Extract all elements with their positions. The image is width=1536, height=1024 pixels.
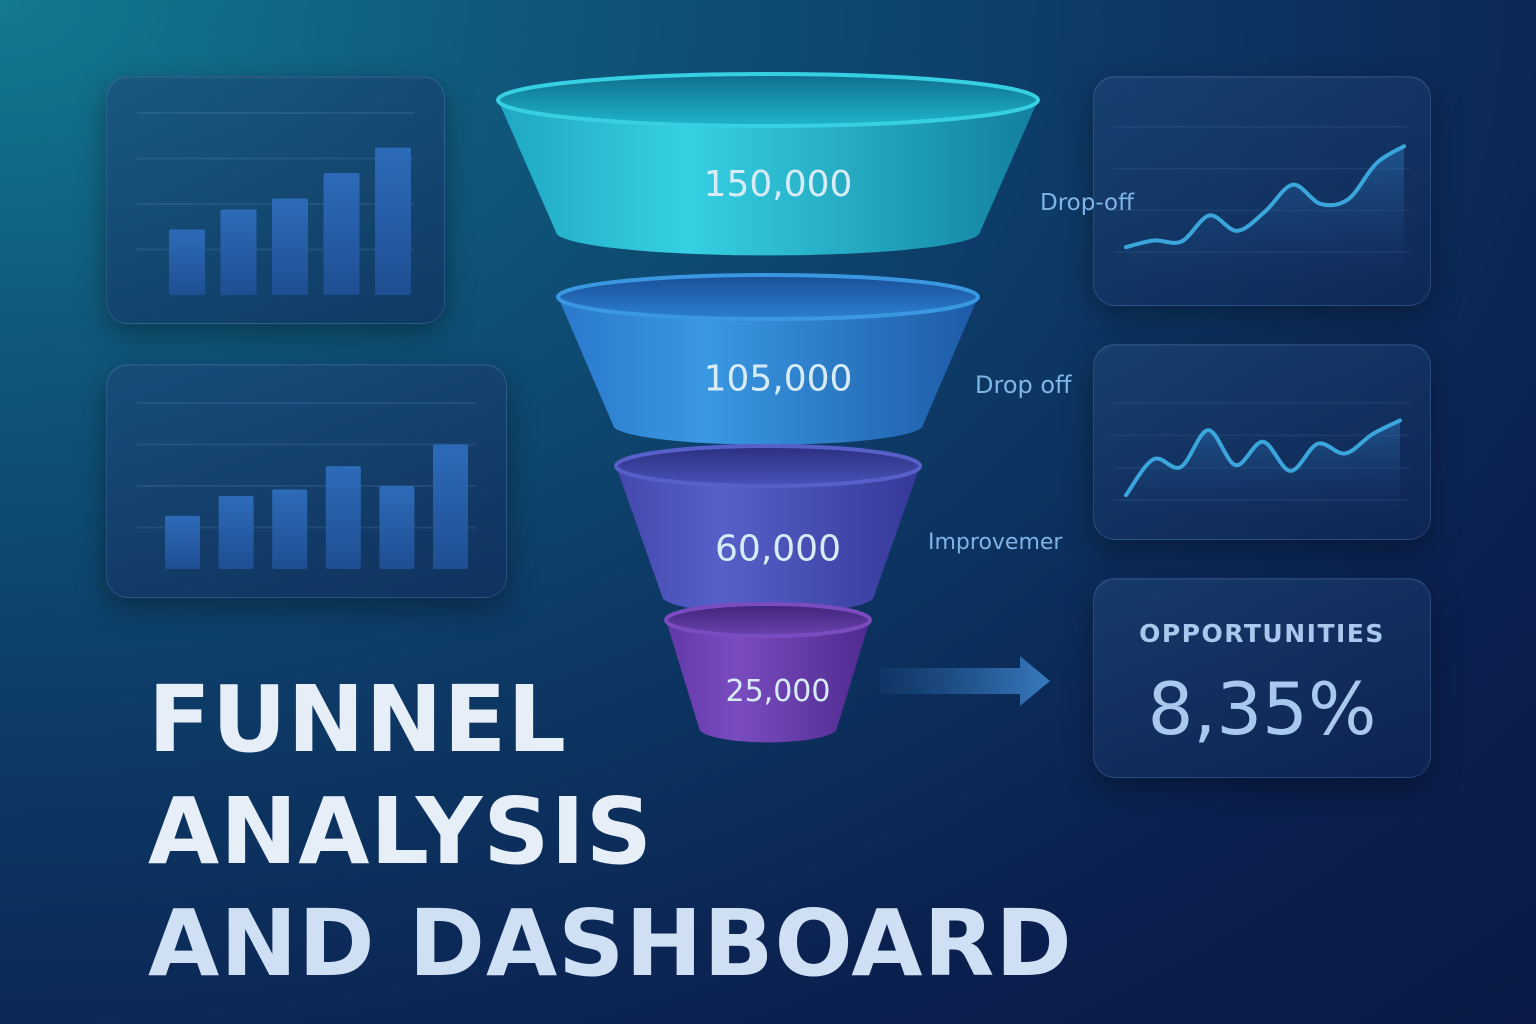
bar [218, 495, 254, 569]
bar-chart-card-1 [106, 76, 445, 324]
bar-chart-2 [137, 402, 476, 569]
bar [375, 147, 411, 295]
bar [433, 444, 468, 569]
funnel-value-label: 150,000 [704, 164, 853, 205]
bar [272, 489, 308, 569]
funnel-stage-rim [496, 72, 1040, 128]
bar-chart-1 [137, 112, 414, 295]
line-chart-card-2 [1093, 344, 1431, 540]
bar [220, 209, 257, 295]
bar [272, 198, 308, 295]
funnel-stage-3 [616, 466, 920, 614]
bar [169, 229, 205, 295]
bar [323, 173, 360, 295]
line-area [1126, 420, 1400, 510]
funnel-annotation: Improvemer [928, 530, 1063, 555]
line-series [1124, 418, 1402, 498]
funnel-stage-rim [664, 602, 872, 638]
bar-chart-card-2 [106, 364, 507, 598]
title-line-1: FUNNEL [148, 666, 568, 773]
title-line-3: AND DASHBOARD [148, 890, 1073, 997]
funnel-annotation: Drop off [975, 371, 1072, 399]
line-chart-2 [1114, 402, 1410, 510]
kpi-value: 8,35% [1147, 667, 1377, 751]
funnel-value-label: 60,000 [715, 529, 841, 570]
kpi-card: OPPORTUNITIES 8,35% [1093, 578, 1431, 778]
bar [325, 466, 361, 569]
bar [379, 486, 415, 569]
line-chart-1 [1114, 126, 1410, 277]
title-line-2: ANALYSIS [148, 778, 654, 885]
funnel-stage-1 [498, 100, 1038, 256]
bar [165, 515, 200, 569]
kpi-label: OPPORTUNITIES [1139, 619, 1385, 648]
line-series [1124, 144, 1406, 250]
funnel-value-label: 105,000 [704, 358, 853, 399]
page-title: FUNNEL ANALYSIS AND DASHBOARD [148, 664, 1073, 1000]
funnel-stage-rim [556, 273, 980, 321]
funnel-value-label: 25,000 [726, 674, 831, 709]
funnel-annotation: Drop-off [1040, 190, 1135, 216]
funnel-stage-4 [666, 620, 870, 743]
arrow-icon [880, 656, 1050, 706]
funnel-stage-rim [614, 444, 922, 488]
funnel-stage-2 [558, 297, 978, 445]
line-chart-card-1 [1093, 76, 1431, 306]
